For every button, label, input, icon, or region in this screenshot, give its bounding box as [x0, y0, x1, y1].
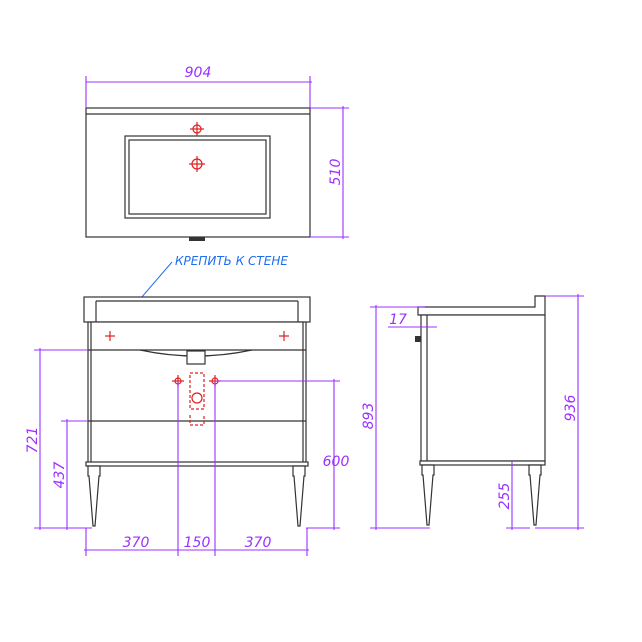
dim-text: 370: [245, 535, 272, 551]
dim-text: 370: [123, 535, 150, 551]
dim-text: 437: [52, 462, 68, 489]
dim-top-depth: 510: [310, 106, 349, 239]
dim-text: 904: [185, 65, 212, 81]
dim-893: 893: [361, 305, 430, 530]
dim-text: 255: [497, 483, 513, 510]
dim-936: 936: [535, 294, 584, 530]
dim-text: 600: [323, 454, 350, 470]
dim-255: 255: [497, 461, 530, 530]
dim-text: 17: [389, 312, 407, 328]
dim-437: 437: [52, 419, 88, 530]
tap-hole-icon: [189, 122, 205, 172]
dim-600: 600: [215, 379, 349, 530]
callout-label: КРЕПИТЬ К СТЕНЕ: [175, 254, 288, 268]
dim-top-width: 904: [85, 65, 312, 108]
top-view: [85, 107, 311, 241]
dim-bottom: 370 150 370: [84, 381, 309, 556]
dim-17: 17: [388, 312, 437, 328]
dim-text: 510: [328, 159, 344, 186]
dim-text: 721: [25, 427, 41, 454]
dim-text: 936: [563, 395, 579, 422]
side-view: [415, 295, 546, 526]
dim-text: 893: [361, 403, 377, 430]
dim-text: 150: [184, 535, 211, 551]
dim-721: 721: [25, 348, 92, 530]
front-view: [83, 296, 311, 527]
